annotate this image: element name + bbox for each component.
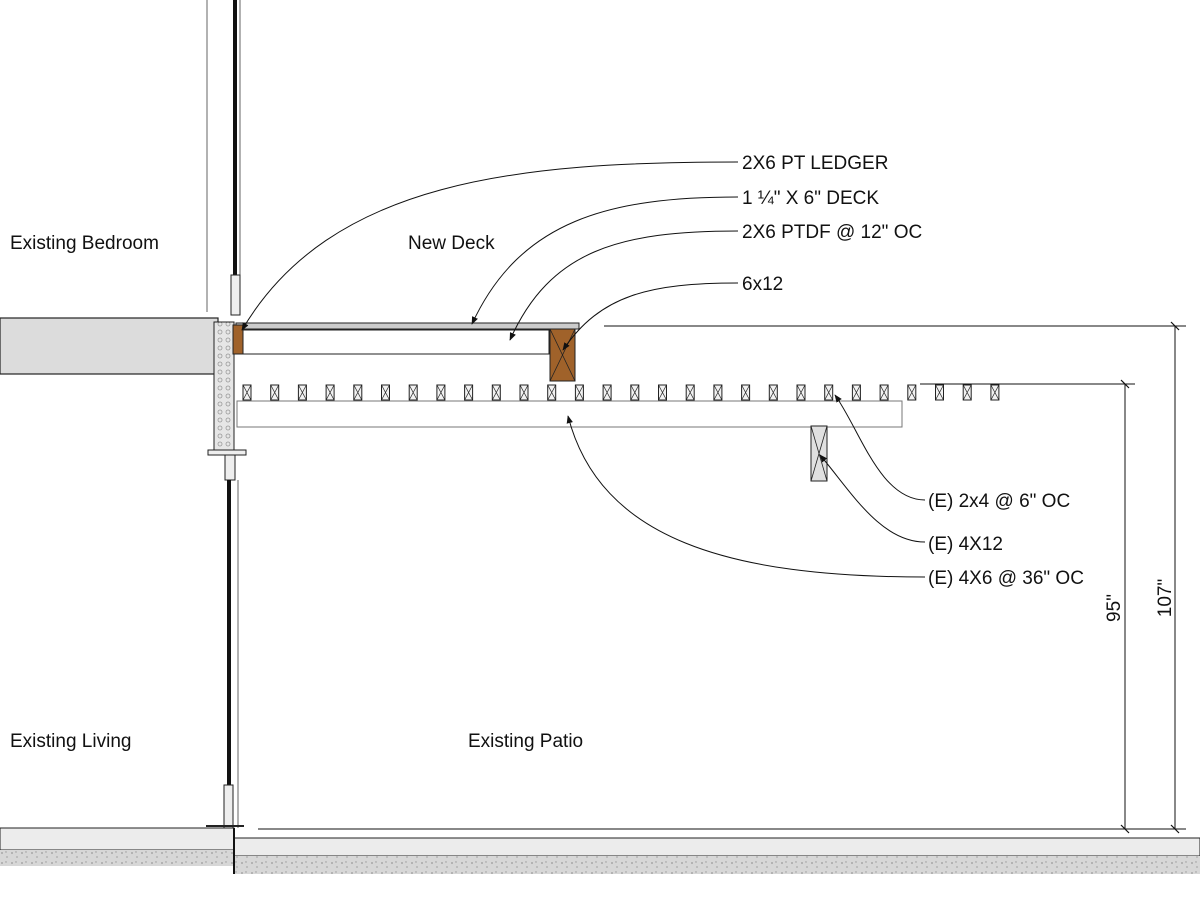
existing-rafter: [436, 384, 446, 401]
leader-ledger: [241, 161, 739, 331]
existing-rafter: [768, 384, 778, 401]
leader-existing-beam: [819, 454, 926, 543]
callout-existing-beam: (E) 4X12: [928, 534, 1003, 555]
existing-rafter: [353, 384, 363, 401]
label-new-deck: New Deck: [408, 233, 495, 254]
label-existing-living: Existing Living: [10, 731, 131, 752]
dimension-107: 107": [1155, 579, 1176, 617]
beam-6x12: [549, 328, 576, 382]
existing-rafter: [990, 384, 1000, 401]
dimension-lines: [258, 321, 1186, 834]
leader-deck: [471, 196, 739, 325]
callout-ledger: 2X6 PT LEDGER: [742, 153, 888, 174]
callout-deck: 1 ¼" X 6" DECK: [742, 188, 879, 209]
callout-existing-rafters: (E) 2x4 @ 6" OC: [928, 491, 1070, 512]
existing-rafter: [713, 384, 723, 401]
existing-rafter: [464, 384, 474, 401]
floor-structure: [0, 317, 247, 481]
callout-existing-joists: (E) 4X6 @ 36" OC: [928, 568, 1084, 589]
existing-rafter: [574, 384, 584, 401]
leader-existing-joists: [566, 415, 926, 578]
dimension-95: 95": [1104, 594, 1125, 622]
ledger-board: [232, 324, 244, 355]
existing-patio-cover: [236, 384, 1000, 482]
existing-rafter: [907, 384, 917, 401]
existing-rafter: [270, 384, 280, 401]
existing-rafter: [658, 384, 667, 401]
leader-beam: [562, 282, 739, 351]
deck-joist: [241, 329, 550, 355]
existing-rafter: [879, 384, 889, 401]
existing-rafter: [851, 384, 861, 401]
existing-rafter: [824, 384, 834, 401]
existing-rafter: [935, 384, 944, 401]
existing-rafter: [547, 384, 557, 401]
existing-rafter: [685, 384, 695, 401]
callout-joists: 2X6 PTDF @ 12" OC: [742, 222, 922, 243]
leader-joists: [509, 230, 739, 341]
existing-rafter: [741, 384, 751, 401]
label-existing-patio: Existing Patio: [468, 731, 583, 752]
label-existing-bedroom: Existing Bedroom: [10, 233, 159, 254]
existing-rafter: [242, 384, 252, 401]
existing-rafter: [630, 384, 640, 401]
existing-rafter: [491, 384, 501, 401]
leader-existing-rafters: [834, 394, 926, 501]
existing-rafters: [242, 384, 1000, 401]
new-deck-structure: [232, 322, 580, 382]
existing-beam-4x12: [810, 425, 828, 482]
existing-rafter: [796, 384, 806, 401]
existing-rafter: [381, 384, 390, 401]
existing-rafter: [297, 384, 307, 401]
existing-rafter: [519, 384, 529, 401]
deck-boards: [235, 322, 580, 330]
existing-rafter: [962, 384, 972, 401]
ground-slabs: [0, 827, 1200, 874]
upper-wall: [206, 0, 241, 316]
existing-rafter: [408, 384, 418, 401]
lower-wall: [206, 480, 244, 829]
existing-rafter: [602, 384, 612, 401]
callout-beam: 6x12: [742, 274, 783, 295]
leader-lines: [241, 161, 926, 578]
existing-rafter: [325, 384, 335, 401]
